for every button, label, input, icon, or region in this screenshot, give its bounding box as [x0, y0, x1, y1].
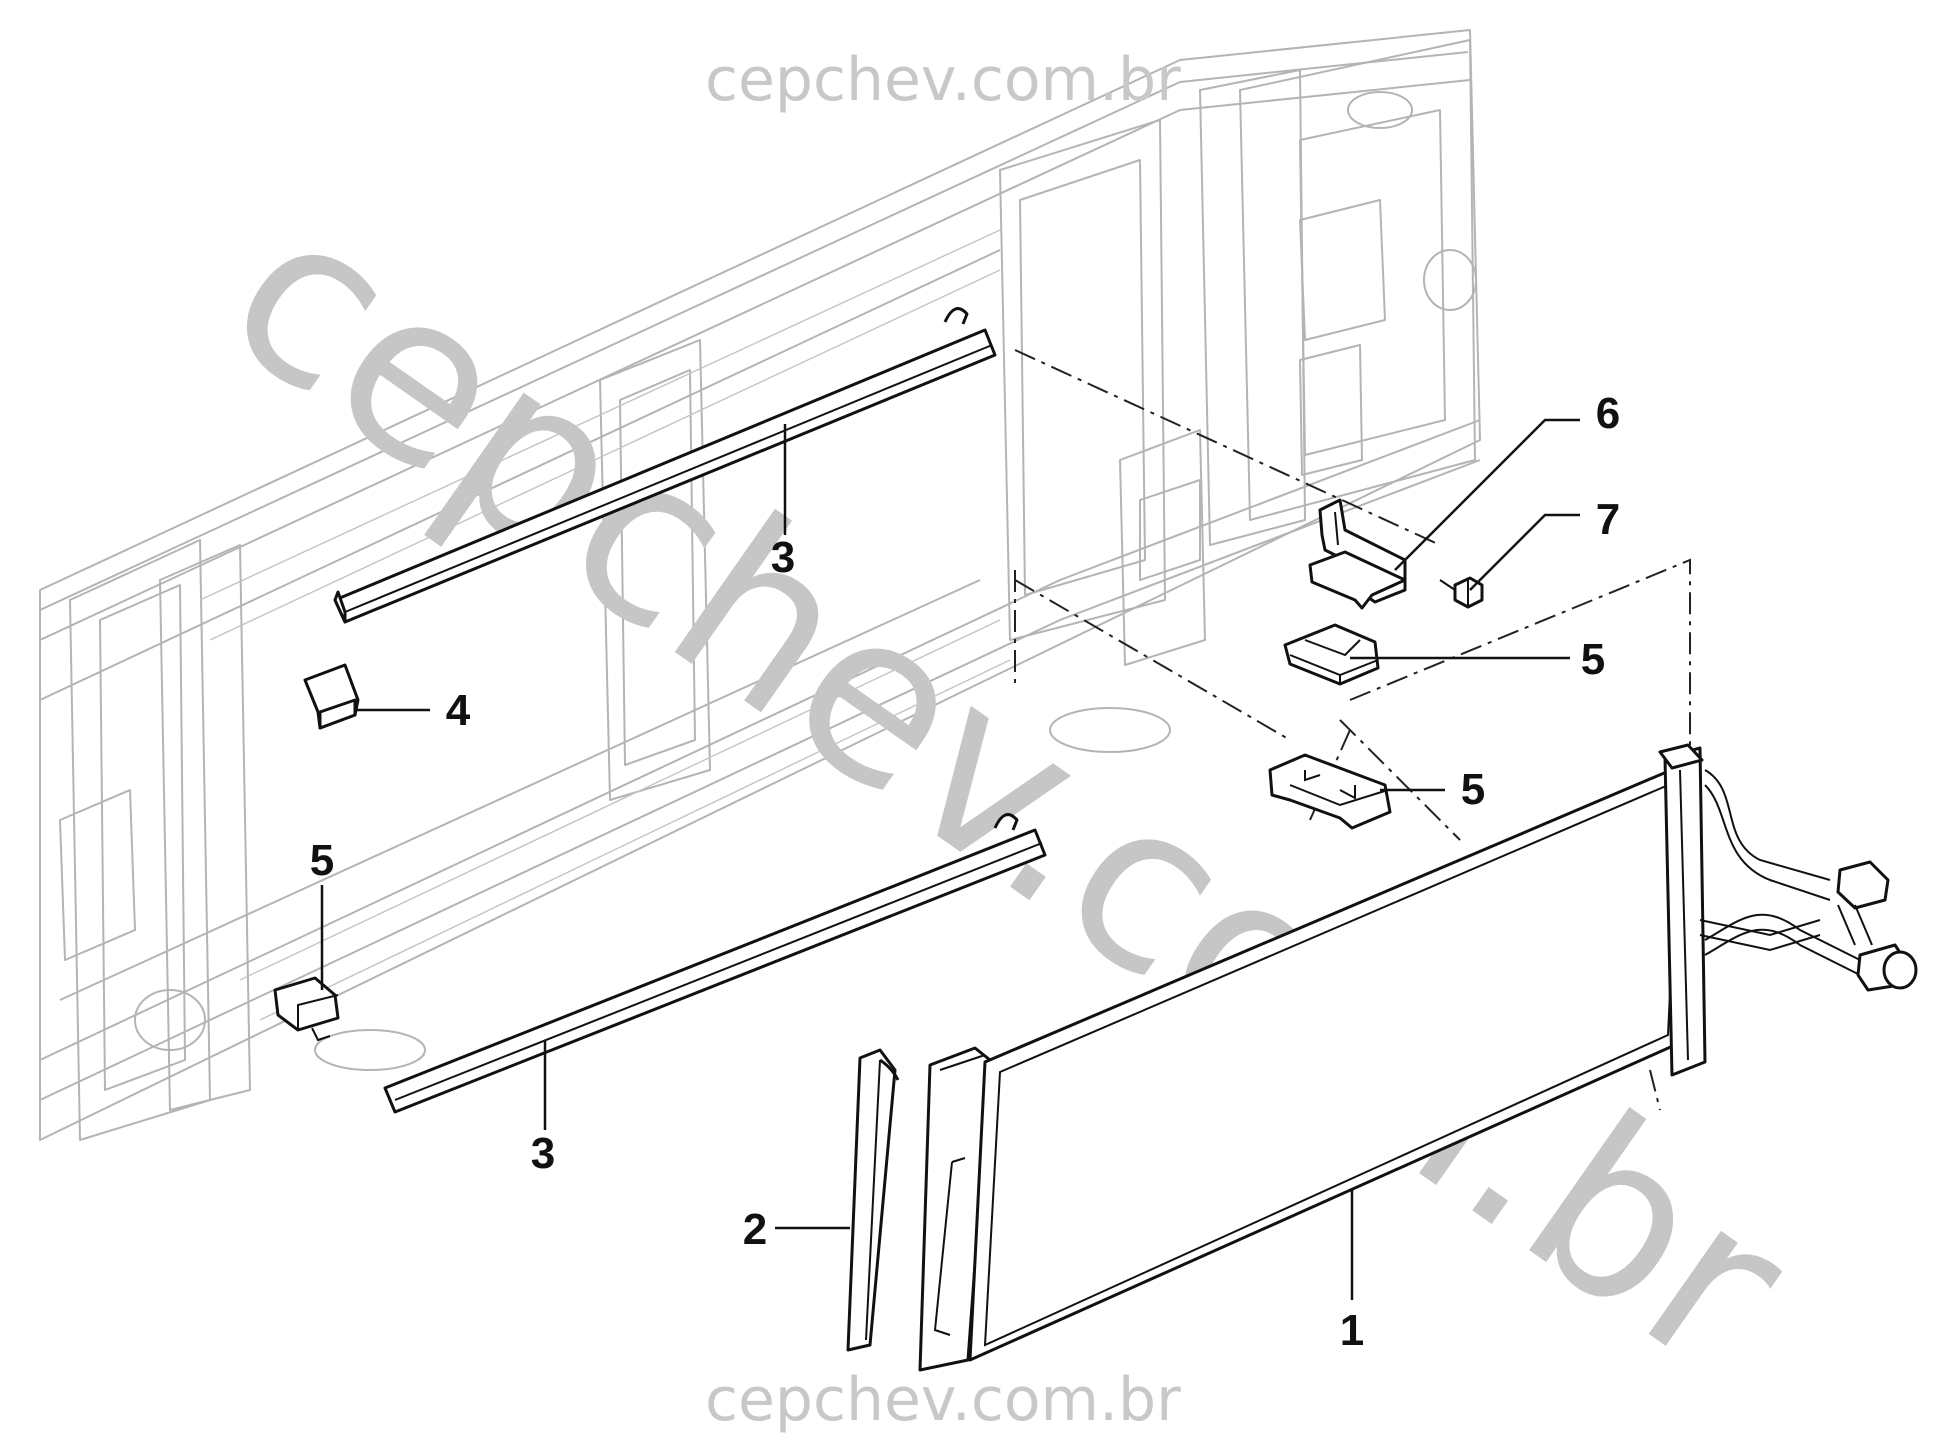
callout-1: 1: [1340, 1306, 1364, 1355]
callout-6: 6: [1596, 389, 1620, 438]
callout-5-middle: 5: [1461, 765, 1485, 814]
side-seal-part-2: [846, 1048, 900, 1352]
callout-5-left: 5: [310, 836, 334, 885]
bolt-part-7: [1439, 576, 1484, 609]
callout-3-upper: 3: [771, 533, 795, 582]
callout-4: 4: [446, 686, 471, 735]
leader-lines: [320, 418, 1580, 1300]
bushing-part-5-left: [273, 976, 340, 1042]
front-end-structure: [39, 29, 1481, 1141]
watermark-bottom: cepchev.com.br: [705, 1365, 1181, 1435]
clip-part-4: [303, 663, 360, 730]
bushing-part-5-middle: [1268, 753, 1392, 830]
callout-2: 2: [743, 1205, 767, 1254]
bushing-part-5-upper: [1283, 623, 1380, 686]
bracket-part-6: [1308, 498, 1407, 610]
watermark-top: cepchev.com.br: [705, 45, 1181, 115]
heat-exchanger-part-1: [918, 743, 1918, 1372]
callout-5-upper: 5: [1581, 635, 1605, 684]
callout-7: 7: [1596, 495, 1620, 544]
callout-3-lower: 3: [531, 1129, 555, 1178]
lower-seal-strip: [383, 813, 1047, 1114]
upper-seal-strip: [333, 307, 997, 624]
